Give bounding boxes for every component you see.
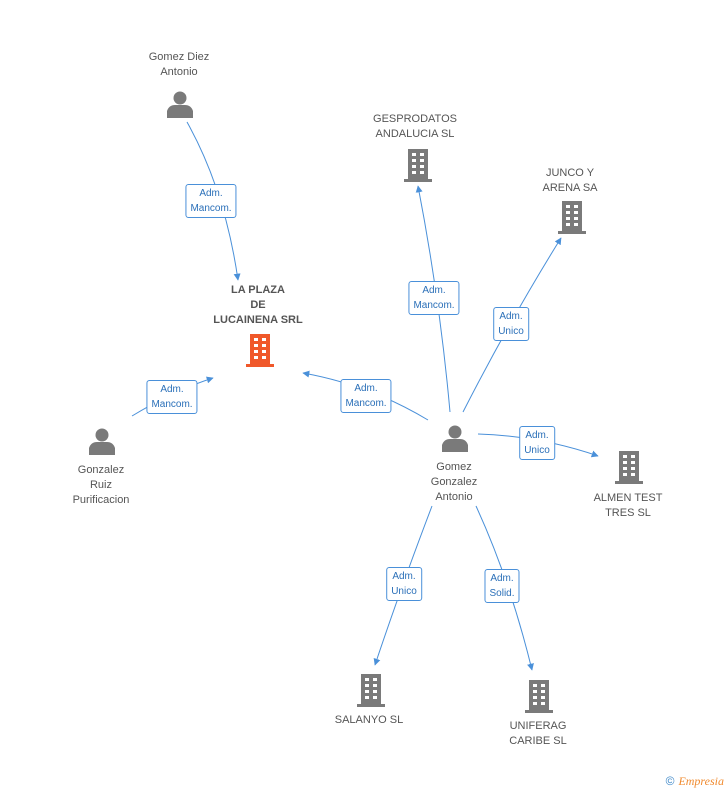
- edge-label: Adm. Unico: [386, 567, 422, 601]
- edge-label: Adm. Mancom.: [146, 380, 198, 414]
- empresia-logo: Empresia: [678, 774, 724, 788]
- edge-label: Adm. Solid.: [484, 569, 520, 603]
- node-label-gonzalez-ruiz[interactable]: Gonzalez Ruiz Purificacion: [72, 464, 130, 506]
- person-icon[interactable]: [87, 426, 117, 456]
- node-label-almen[interactable]: ALMEN TEST TRES SL: [593, 492, 663, 519]
- building-icon[interactable]: [402, 147, 434, 183]
- edge-label: Adm. Mancom.: [408, 281, 460, 315]
- node-label-gomez-gonzalez[interactable]: Gomez Gonzalez Antonio: [430, 461, 478, 503]
- node-label-junco[interactable]: JUNCO Y ARENA SA: [542, 167, 598, 194]
- empresia-watermark: ©Empresia: [666, 774, 724, 789]
- node-label-salanyo[interactable]: SALANYO SL: [334, 714, 404, 726]
- building-icon[interactable]: [556, 199, 588, 235]
- person-icon[interactable]: [440, 423, 470, 453]
- copyright-icon: ©: [665, 774, 675, 788]
- node-label-uniferag[interactable]: UNIFERAG CARIBE SL: [509, 720, 567, 747]
- building-icon[interactable]: [523, 678, 555, 714]
- node-label-gomez-diez[interactable]: Gomez Diez Antonio: [148, 51, 210, 78]
- node-label-gesprodatos[interactable]: GESPRODATOS ANDALUCIA SL: [373, 113, 457, 140]
- edge-label: Adm. Unico: [519, 426, 555, 460]
- building-icon[interactable]: [355, 672, 387, 708]
- edge-label: Adm. Unico: [493, 307, 529, 341]
- edge-label: Adm. Mancom.: [340, 379, 392, 413]
- node-label-la-plaza[interactable]: LA PLAZA DE LUCAINENA SRL: [213, 284, 303, 326]
- person-icon[interactable]: [165, 89, 195, 119]
- building-icon[interactable]: [244, 332, 276, 368]
- edge-label: Adm. Mancom.: [185, 184, 237, 218]
- building-icon[interactable]: [613, 449, 645, 485]
